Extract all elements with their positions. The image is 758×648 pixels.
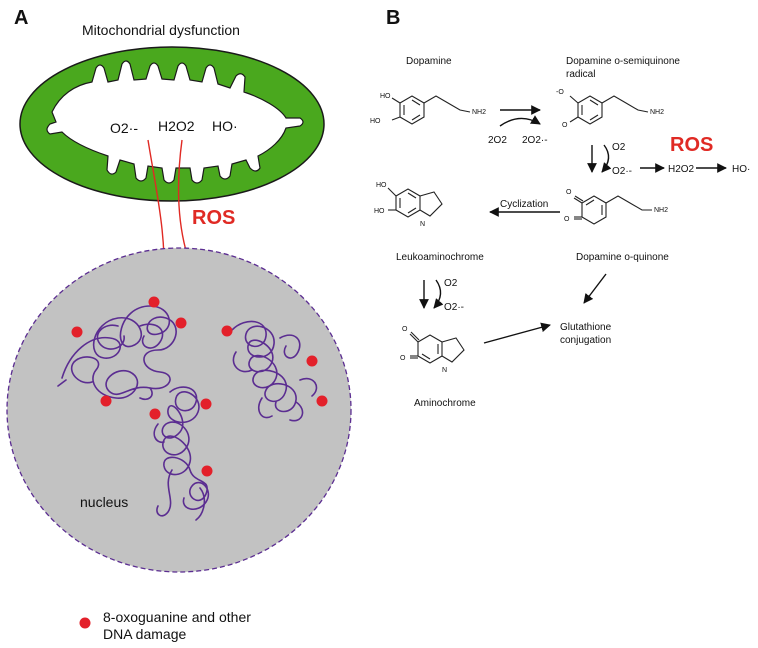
damage-dot — [316, 395, 328, 407]
legend-marker — [79, 617, 91, 629]
nucleus — [6, 247, 352, 573]
atom-o: O — [566, 189, 572, 196]
arrow-o2-side — [601, 144, 612, 173]
dopamine-structure: HO HO NH2 — [370, 93, 486, 125]
o2-label: O2 — [612, 142, 626, 153]
panel-b-label: B — [386, 7, 400, 29]
atom-o: O — [562, 122, 568, 129]
aminochrome-structure: O O N — [400, 326, 465, 374]
atom-o: O — [400, 355, 406, 362]
damage-dot — [71, 326, 83, 338]
cyclization-label: Cyclization — [500, 199, 548, 210]
hydroxyl-radical-label: HO· — [212, 118, 238, 134]
superoxide-label-c: O2·- — [444, 302, 464, 313]
atom-o: O — [402, 326, 408, 333]
chromatin-right — [231, 320, 318, 422]
nucleus-label: nucleus — [80, 494, 128, 510]
semiquinone-label-line2: radical — [566, 69, 595, 80]
damage-dot — [221, 325, 233, 337]
atom-nh2: NH2 — [654, 207, 668, 214]
atom-nh2: NH2 — [650, 109, 664, 116]
two-superoxide-label: 2O2·- — [522, 135, 548, 146]
panel-a-label: A — [14, 7, 28, 29]
panel-a: A Mitochondrial dysfunction O2·- H2O2 HO… — [6, 7, 352, 642]
atom-nh2: NH2 — [472, 109, 486, 116]
hydrogen-peroxide-label: H2O2 — [158, 118, 195, 134]
ros-label-a: ROS — [192, 207, 235, 229]
atom-ho: HO — [370, 118, 381, 125]
semiquinone-label-line1: Dopamine o-semiquinone — [566, 56, 680, 67]
damage-dot — [100, 395, 112, 407]
chromatin-middle — [153, 386, 210, 521]
quinone-structure: O O NH2 — [564, 189, 668, 225]
atom-ho: HO — [376, 182, 387, 189]
o2-label-b: O2 — [444, 278, 458, 289]
leukoaminochrome-structure: HO HO N — [374, 182, 443, 228]
damage-dot — [148, 296, 160, 308]
arrow-aminochrome-glutathione — [483, 322, 551, 344]
damage-dots — [71, 296, 328, 477]
atom-o-minus: -O — [556, 89, 564, 96]
legend-text-line2: DNA damage — [103, 626, 186, 642]
superoxide-label-b: O2·- — [612, 166, 632, 177]
aminochrome-label: Aminochrome — [414, 398, 476, 409]
dopamine-label: Dopamine — [406, 56, 452, 67]
glutathione-label-line1: Glutathione — [560, 322, 612, 333]
damage-dot — [175, 317, 187, 329]
superoxide-label: O2·- — [110, 120, 138, 136]
mitochondria-title: Mitochondrial dysfunction — [82, 22, 240, 38]
atom-n: N — [420, 221, 425, 228]
ho-label: HO· — [732, 164, 750, 175]
legend: 8-oxoguanine and other DNA damage — [79, 609, 251, 642]
glutathione-label-line2: conjugation — [560, 335, 611, 346]
panel-b: B HO HO NH2 Dopamine -O O NH2 — [370, 7, 750, 409]
arrow-o2-side-b — [433, 279, 444, 309]
ros-label-b: ROS — [670, 134, 713, 156]
h2o2-label: H2O2 — [668, 164, 695, 175]
legend-text-line1: 8-oxoguanine and other — [103, 609, 251, 625]
semiquinone-structure: -O O NH2 — [556, 89, 664, 129]
atom-ho: HO — [380, 93, 391, 100]
atom-ho: HO — [374, 208, 385, 215]
arrow-quinone-glutathione — [583, 273, 607, 304]
two-o2-label: 2O2 — [488, 135, 507, 146]
mitochondrion-cristae — [46, 60, 304, 184]
mitochondrion: O2·- H2O2 HO· — [19, 46, 325, 202]
atom-o: O — [564, 216, 570, 223]
quinone-label: Dopamine o-quinone — [576, 252, 669, 263]
damage-dot — [306, 355, 318, 367]
damage-dot — [149, 408, 161, 420]
atom-n: N — [442, 367, 447, 374]
damage-dot — [200, 398, 212, 410]
damage-dot — [201, 465, 213, 477]
arrow-o2-reduction — [499, 115, 541, 127]
leukoaminochrome-label: Leukoaminochrome — [396, 252, 484, 263]
